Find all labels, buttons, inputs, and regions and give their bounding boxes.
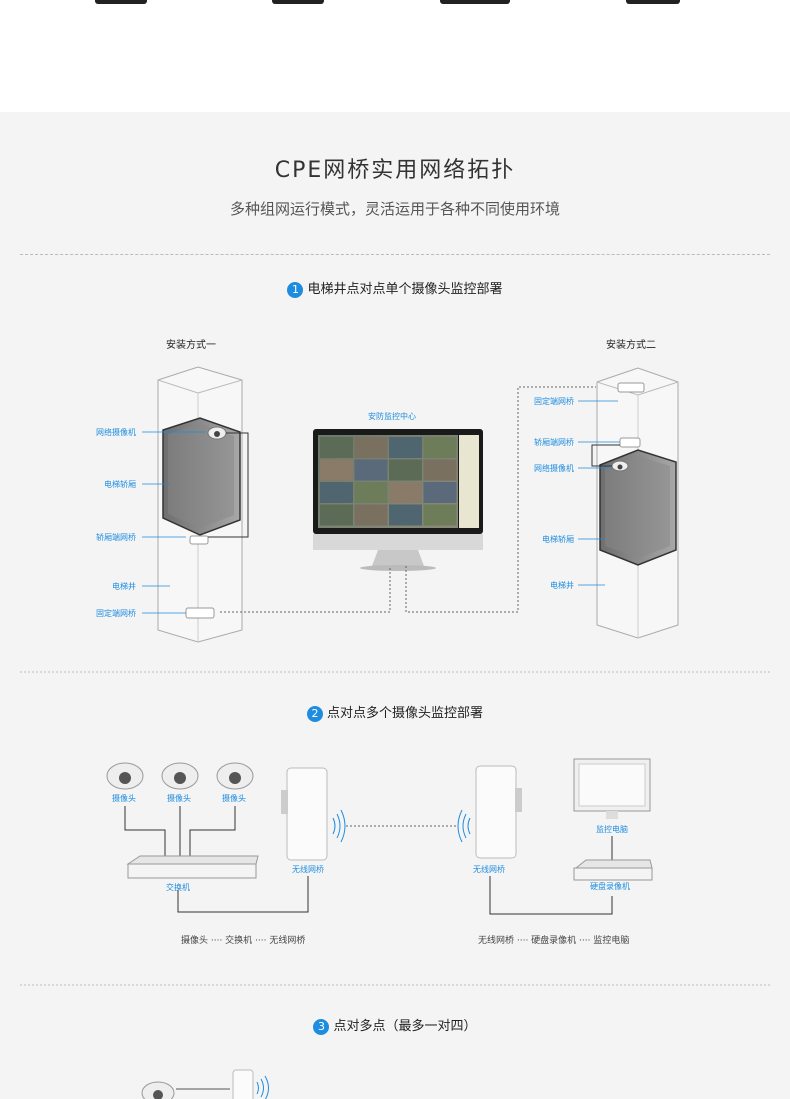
left-label-fixed-bridge: 固定端网桥 xyxy=(96,609,136,618)
camera-icon xyxy=(216,762,254,790)
camera-feed-tile xyxy=(354,504,388,526)
camera-icon xyxy=(161,762,199,790)
camera-label: 摄像头 xyxy=(167,794,191,803)
bridge-icon xyxy=(619,437,641,448)
camera-feed-tile xyxy=(389,504,422,526)
section3-title: 点对多点（最多一对四） xyxy=(333,1019,477,1034)
camera-feed-tile xyxy=(354,437,388,458)
camera-feed-tile xyxy=(423,482,457,503)
switch-device xyxy=(126,855,259,879)
camera-feed-tile xyxy=(423,504,457,526)
cut-text-1 xyxy=(95,0,147,4)
camera-feed-tile xyxy=(320,437,353,458)
page-subtitle: 多种组网运行模式，灵活运用于各种不同使用环境 xyxy=(229,200,560,218)
caption-left: 摄像头 ···· 交换机 ···· 无线网桥 xyxy=(181,936,306,946)
camera-feed-tile xyxy=(389,437,422,458)
cut-text-4 xyxy=(626,0,680,4)
camera-grid xyxy=(320,437,457,526)
bridge-right-label: 无线网桥 xyxy=(473,865,505,874)
left-label-car: 电梯轿厢 xyxy=(104,480,136,489)
monitor-label: 监控电脑 xyxy=(596,825,628,834)
cameras-group xyxy=(106,762,254,790)
cut-text-2 xyxy=(272,0,324,4)
nvr-device xyxy=(573,859,653,881)
left-label-shaft: 电梯井 xyxy=(112,582,136,591)
bridge-right-device xyxy=(475,765,522,859)
left-label-car-bridge: 轿厢端网桥 xyxy=(96,533,136,542)
bridge-icon xyxy=(617,382,645,393)
elevator-shaft-left xyxy=(157,366,249,643)
camera-feed-tile xyxy=(320,459,353,481)
section3-number-badge: 3 xyxy=(313,1018,330,1035)
bridge-icon xyxy=(189,535,209,545)
camera-feed-tile xyxy=(320,482,353,503)
bridge-icon xyxy=(185,607,215,619)
cut-text-3 xyxy=(440,0,510,4)
camera-feed-tile xyxy=(423,437,457,458)
right-label-car: 电梯轿厢 xyxy=(542,535,574,544)
camera-feed-tile xyxy=(389,482,422,503)
section1-number-badge: 1 xyxy=(287,281,304,298)
right-label-shaft: 电梯井 xyxy=(550,581,574,590)
switch-label: 交换机 xyxy=(166,883,190,892)
bridge-left-device xyxy=(281,767,328,861)
camera-feed-tile xyxy=(354,482,388,503)
section1-title: 电梯井点对点单个摄像头监控部署 xyxy=(307,282,503,297)
monitor-pc xyxy=(573,758,651,819)
section2-title: 点对点多个摄像头监控部署 xyxy=(326,706,483,721)
camera-label: 摄像头 xyxy=(222,794,246,803)
monitor-center-label: 安防监控中心 xyxy=(368,412,416,421)
camera-icon xyxy=(106,762,144,790)
camera-feed-tile xyxy=(354,459,388,481)
section3-partial-drawing xyxy=(141,1069,269,1099)
page-title: CPE网桥实用网络拓扑 xyxy=(274,158,516,183)
right-label-fixed-bridge: 固定端网桥 xyxy=(534,397,574,406)
left-label-camera: 网络摄像机 xyxy=(96,428,136,437)
nvr-label: 硬盘录像机 xyxy=(590,882,630,891)
divider xyxy=(20,254,770,255)
install-method-2: 安装方式二 xyxy=(606,340,656,351)
section2-number-badge: 2 xyxy=(306,705,323,722)
top-band xyxy=(0,0,790,112)
install-method-1: 安装方式一 xyxy=(166,340,216,351)
camera-feed-tile xyxy=(320,504,353,526)
elevator-shaft-right xyxy=(591,367,679,639)
bridge-left-label: 无线网桥 xyxy=(292,865,324,874)
camera-feed-tile xyxy=(389,459,422,481)
camera-label: 摄像头 xyxy=(112,794,136,803)
camera-feed-tile xyxy=(423,459,457,481)
caption-right: 无线网桥 ···· 硬盘录像机 ···· 监控电脑 xyxy=(478,936,630,946)
right-label-car-bridge: 轿厢端网桥 xyxy=(534,438,574,447)
right-label-camera: 网络摄像机 xyxy=(534,464,574,473)
